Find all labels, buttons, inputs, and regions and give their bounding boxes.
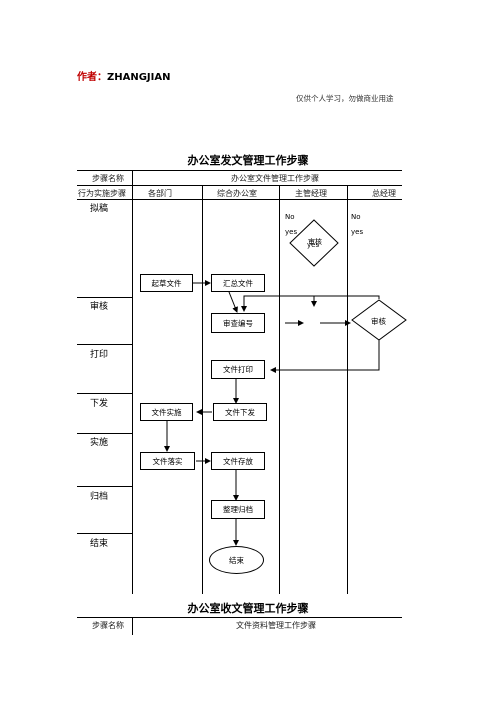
step-label-review: 审核 bbox=[90, 302, 109, 312]
step-label-issue: 下发 bbox=[90, 399, 109, 409]
table2-row-label: 步骤名称 bbox=[92, 621, 124, 630]
gm-yes-note: yes bbox=[351, 228, 364, 236]
row-label-step-name: 步骤名称 bbox=[92, 174, 124, 183]
step-divider bbox=[77, 433, 132, 434]
column-divider bbox=[347, 185, 348, 594]
node-archive-document: 整理归档 bbox=[211, 500, 265, 519]
step-label-archive: 归档 bbox=[90, 492, 109, 502]
step-divider bbox=[77, 486, 132, 487]
author-label: 作者： bbox=[77, 72, 107, 83]
gm-review-label: 审核 bbox=[371, 317, 386, 326]
step-label-implement: 实施 bbox=[90, 438, 109, 448]
manager-diamond-yes: yes bbox=[307, 241, 320, 249]
section1-title: 办公室发文管理工作步骤 bbox=[187, 154, 309, 167]
step-label-end: 结束 bbox=[90, 539, 109, 549]
author-name: ZHANGJIAN bbox=[107, 72, 171, 83]
step-divider bbox=[77, 297, 132, 298]
table2-column-divider bbox=[132, 617, 133, 635]
column-divider bbox=[132, 170, 133, 594]
table-row1-border bbox=[77, 185, 402, 186]
table-header-border bbox=[77, 199, 402, 200]
column-divider bbox=[202, 185, 203, 594]
section2-title: 办公室收文管理工作步骤 bbox=[187, 602, 309, 615]
author-line: 作者：ZHANGJIAN bbox=[77, 68, 171, 83]
table2-row-value: 文件资料管理工作步骤 bbox=[236, 621, 316, 630]
node-store-document: 文件存放 bbox=[211, 452, 265, 470]
gm-no-note: No bbox=[351, 213, 361, 221]
manager-no-note: No bbox=[285, 213, 295, 221]
node-implement-check: 文件落实 bbox=[140, 452, 195, 470]
manager-yes-note: yes bbox=[285, 228, 298, 236]
node-implement-document: 文件实施 bbox=[140, 403, 193, 421]
node-issue-document: 文件下发 bbox=[213, 403, 267, 421]
step-divider bbox=[77, 344, 132, 345]
node-summarize-document: 汇总文件 bbox=[211, 274, 265, 292]
column-header-office: 综合办公室 bbox=[217, 189, 257, 198]
column-divider bbox=[279, 185, 280, 594]
disclaimer: 仅供个人学习，勿做商业用途 bbox=[296, 94, 394, 103]
manager-review-label: 审核 bbox=[308, 238, 322, 246]
table-top-border bbox=[77, 170, 402, 171]
node-end: 结束 bbox=[209, 546, 264, 574]
column-header-manager: 主管经理 bbox=[295, 189, 327, 198]
node-review-number: 审查编号 bbox=[211, 313, 265, 333]
node-print-document: 文件打印 bbox=[211, 360, 265, 379]
node-draft-document: 起草文件 bbox=[140, 274, 193, 292]
manager-review-diamond bbox=[289, 219, 339, 267]
row-value-step-name: 办公室文件管理工作步骤 bbox=[231, 174, 319, 183]
column-header-gm: 总经理 bbox=[372, 189, 396, 198]
step-label-draft: 拟稿 bbox=[90, 204, 109, 214]
step-label-print: 打印 bbox=[90, 350, 109, 360]
column-header-departments: 各部门 bbox=[148, 189, 172, 198]
column-header-step: 行为实施步骤 bbox=[78, 189, 126, 198]
table2-top-border bbox=[77, 617, 402, 618]
step-divider bbox=[77, 393, 132, 394]
step-divider bbox=[77, 533, 132, 534]
